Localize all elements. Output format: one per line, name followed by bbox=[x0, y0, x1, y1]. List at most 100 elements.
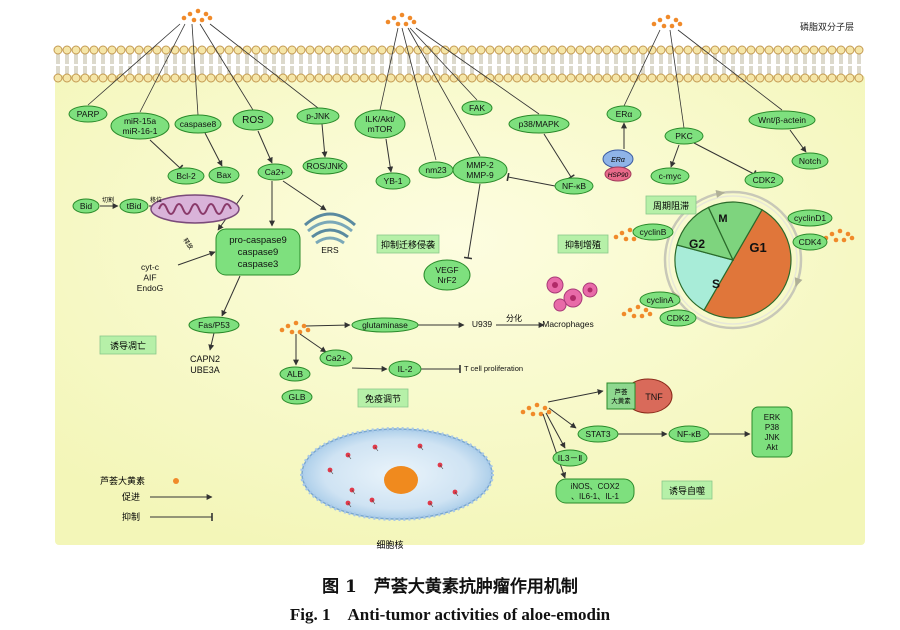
node-glb: GLB bbox=[281, 389, 313, 405]
node-caspase8: caspase8 bbox=[174, 114, 222, 134]
node-il2: IL-2 bbox=[388, 360, 422, 378]
node-cdk2b: CDK2 bbox=[659, 309, 697, 327]
node-pjnk: p-JNK bbox=[296, 107, 340, 125]
label-ers: ERS bbox=[321, 245, 339, 255]
node-mmp-line-2: MMP-9 bbox=[466, 170, 494, 180]
er-dimer-label: ERα bbox=[611, 157, 626, 164]
section-label-mianyi-tiaojie: 免疫调节 bbox=[365, 393, 401, 405]
label-u939: U939 bbox=[472, 319, 493, 329]
node-nfkb1: NF-κB bbox=[554, 177, 594, 195]
phase-label-4: M bbox=[718, 213, 727, 225]
node-ca2b-label: Ca2+ bbox=[326, 353, 347, 363]
label-tcell: T cell proliferation bbox=[464, 364, 523, 373]
node-glb-label: GLB bbox=[288, 392, 305, 402]
node-nfkb2: NF-κB bbox=[668, 425, 710, 443]
aloe-small-label-2: 大黄素 bbox=[611, 396, 631, 405]
section-yidao-zishi: 诱导自噬 bbox=[661, 480, 713, 500]
nuclear-emodin-dots bbox=[327, 443, 459, 508]
node-mmp-line-1: MMP-2 bbox=[466, 160, 494, 170]
node-cmyc: c-myc bbox=[650, 167, 690, 185]
node-glutaminase: glutaminase bbox=[351, 317, 419, 333]
node-ilk-line-1: ILK/Akt/ bbox=[365, 114, 395, 124]
node-il2-label: IL-2 bbox=[398, 364, 413, 374]
node-notch-label: Notch bbox=[799, 156, 821, 166]
node-glutaminase-label: glutaminase bbox=[362, 320, 408, 330]
node-caspase8-label: caspase8 bbox=[180, 119, 217, 129]
node-parp: PARP bbox=[68, 105, 108, 123]
cytoplasm bbox=[55, 75, 865, 545]
nucleus-label: 细胞核 bbox=[376, 539, 403, 551]
node-p38-label: p38/MAPK bbox=[519, 119, 560, 129]
tnf-complex: TNF 芦荟 大黄素 bbox=[606, 378, 673, 414]
node-tbid-label: tBid bbox=[127, 201, 142, 211]
tnf-label: TNF bbox=[645, 392, 663, 402]
phase-s bbox=[674, 244, 734, 312]
node-cyclind1: cyclinD1 bbox=[787, 209, 833, 227]
section-yizhi-zengzhi: 抑制增殖 bbox=[557, 234, 609, 254]
node-ca2: Ca2+ bbox=[257, 163, 293, 181]
mitochondrion-icon bbox=[150, 194, 240, 224]
hsp90-label: HSP90 bbox=[608, 172, 629, 179]
node-ros-label: ROS bbox=[242, 115, 264, 126]
pathway-connections bbox=[87, 23, 807, 479]
node-fak: FAK bbox=[461, 100, 493, 116]
node-procaspase-line-3: caspase3 bbox=[238, 259, 279, 270]
node-cyclinb: cyclinB bbox=[632, 223, 674, 241]
legend: 芦荟大黄素 促进 抑制 bbox=[100, 475, 213, 523]
label-cytc-line-3: EndoG bbox=[137, 283, 163, 293]
inline-label-fenhua: 分化 bbox=[506, 313, 522, 323]
node-vegf-line-2: NrF2 bbox=[438, 275, 457, 285]
endoplasmic-reticulum-icon bbox=[304, 212, 356, 245]
node-pjnk-label: p-JNK bbox=[306, 111, 330, 121]
node-bax: Bax bbox=[208, 166, 240, 184]
node-cdk4-label: CDK4 bbox=[799, 237, 822, 247]
node-procaspase-line-2: caspase9 bbox=[238, 247, 279, 258]
label-cytc-line-1: cyt-c bbox=[141, 262, 160, 272]
node-ca2b: Ca2+ bbox=[319, 349, 353, 367]
node-bax-label: Bax bbox=[217, 170, 232, 180]
inline-label-yiwei: 移位 bbox=[150, 196, 162, 204]
node-cdk2b-label: CDK2 bbox=[667, 313, 690, 323]
node-inos-line-1: iNOS、COX2 bbox=[571, 482, 620, 491]
node-wnt: Wnt/β-actein bbox=[748, 110, 816, 130]
node-fak-label: FAK bbox=[469, 103, 485, 113]
node-cyclina: cyclinA bbox=[639, 291, 681, 309]
node-procaspase-line-1: pro-caspase9 bbox=[229, 235, 287, 246]
node-inos: iNOS、COX2、IL6-1、IL-1 bbox=[555, 478, 635, 504]
phase-label-2: G2 bbox=[689, 237, 705, 251]
node-nm23-label: nm23 bbox=[425, 165, 447, 175]
node-yb1: YB-1 bbox=[375, 172, 411, 190]
node-inos-line-2: 、IL6-1、IL-1 bbox=[571, 492, 620, 501]
node-notch: Notch bbox=[791, 152, 829, 170]
node-era-label: ERα bbox=[616, 109, 633, 119]
node-cyclind1-label: cyclinD1 bbox=[794, 213, 826, 223]
node-era: ERα bbox=[606, 105, 642, 123]
legend-inhibit-label: 抑制 bbox=[122, 511, 140, 523]
node-mir-line-1: miR-15a bbox=[124, 116, 156, 126]
node-bcl2: Bcl-2 bbox=[167, 167, 205, 185]
node-il3: IL3－Ⅱ bbox=[552, 449, 588, 467]
node-ros: ROS bbox=[232, 109, 274, 131]
node-erk-line-1: ERK bbox=[764, 413, 781, 422]
section-label-yizhi-zengzhi: 抑制增殖 bbox=[565, 239, 601, 251]
label-macrophages: Macrophages bbox=[542, 319, 594, 329]
node-nfkb1-label: NF-κB bbox=[562, 181, 586, 191]
node-fasp53-label: Fas/P53 bbox=[198, 320, 230, 330]
node-bcl2-label: Bcl-2 bbox=[176, 171, 196, 181]
node-vegf-line-1: VEGF bbox=[435, 265, 458, 275]
label-capn-line-1: CAPN2 bbox=[190, 354, 220, 364]
figure-caption-en: Fig. 1 Anti-tumor activities of aloe-emo… bbox=[289, 605, 611, 624]
phase-label-3: S bbox=[712, 277, 720, 291]
node-erk-line-3: JNK bbox=[764, 433, 780, 442]
nucleus: 细胞核 bbox=[300, 427, 494, 551]
section-label-yidao-diaowang: 诱导凋亡 bbox=[110, 340, 146, 352]
node-parp-label: PARP bbox=[77, 109, 100, 119]
node-wnt-label: Wnt/β-actein bbox=[758, 115, 806, 125]
er-hsp90-complex: ERα HSP90 bbox=[602, 149, 634, 182]
